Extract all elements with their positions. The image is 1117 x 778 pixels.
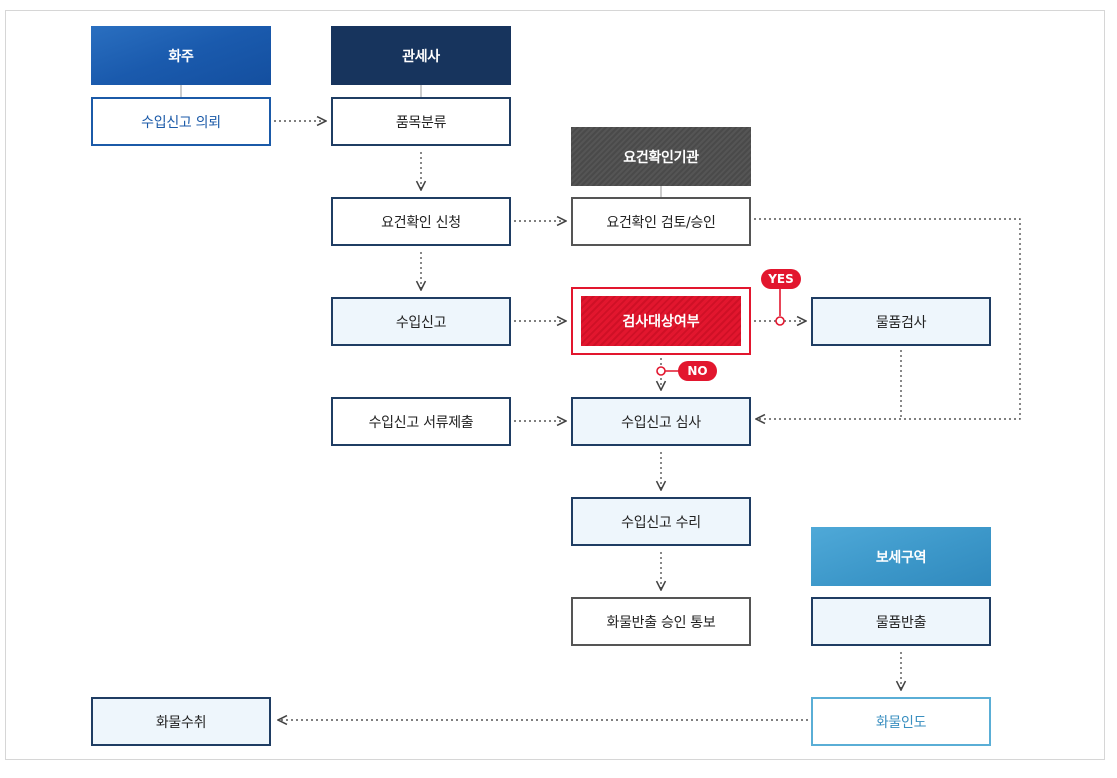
no-badge: NO — [678, 361, 717, 381]
no-badge-label: NO — [687, 364, 708, 378]
step-declaration-review-label: 수입신고 심사 — [621, 414, 701, 431]
step-declaration-accept-label: 수입신고 수리 — [621, 514, 701, 531]
step-cargo-receipt-label: 화물수취 — [155, 714, 207, 731]
header-customs-broker: 관세사 — [331, 26, 511, 85]
step-goods-release: 물품반출 — [811, 597, 991, 646]
step-requirement-review-label: 요건확인 검토/승인 — [606, 214, 716, 231]
step-goods-release-label: 물품반출 — [875, 614, 927, 631]
header-requirement-agency-label: 요건확인기관 — [623, 149, 699, 166]
step-import-request-label: 수입신고 의뢰 — [141, 114, 221, 131]
inspection-decision-box: 검사대상여부 — [581, 296, 741, 346]
step-requirement-review: 요건확인 검토/승인 — [571, 197, 751, 246]
step-cargo-delivery: 화물인도 — [811, 697, 991, 746]
step-import-declaration: 수입신고 — [331, 297, 511, 346]
step-classification-label: 품목분류 — [395, 114, 447, 131]
header-bonded-area: 보세구역 — [811, 527, 991, 586]
step-import-declaration-label: 수입신고 — [395, 314, 447, 331]
step-inspection-decision-label: 검사대상여부 — [622, 314, 700, 330]
step-cargo-receipt: 화물수취 — [91, 697, 271, 746]
step-declaration-accept: 수입신고 수리 — [571, 497, 751, 546]
step-release-notice-label: 화물반출 승인 통보 — [606, 614, 716, 631]
step-requirement-apply: 요건확인 신청 — [331, 197, 511, 246]
header-requirement-agency: 요건확인기관 — [571, 127, 751, 186]
step-goods-inspection: 물품검사 — [811, 297, 991, 346]
edge-requirement-review-to-declaration-review — [754, 218, 1021, 419]
step-classification: 품목분류 — [331, 97, 511, 146]
step-requirement-apply-label: 요건확인 신청 — [381, 214, 461, 231]
header-bonded-area-label: 보세구역 — [875, 549, 927, 566]
diagram-frame — [5, 10, 1105, 760]
step-goods-inspection-label: 물품검사 — [875, 314, 927, 331]
header-customs-broker-label: 관세사 — [402, 48, 440, 65]
yes-marker-dot — [775, 316, 785, 326]
step-document-submission-label: 수입신고 서류제출 — [368, 414, 474, 431]
no-marker-dot — [656, 366, 666, 376]
step-release-notice: 화물반출 승인 통보 — [571, 597, 751, 646]
step-cargo-delivery-label: 화물인도 — [875, 714, 927, 731]
step-import-request: 수입신고 의뢰 — [91, 97, 271, 146]
header-shipper: 화주 — [91, 26, 271, 85]
step-document-submission: 수입신고 서류제출 — [331, 397, 511, 446]
yes-badge-label: YES — [768, 272, 794, 286]
yes-badge: YES — [761, 269, 801, 289]
header-shipper-label: 화주 — [168, 48, 194, 65]
step-declaration-review: 수입신고 심사 — [571, 397, 751, 446]
step-inspection-decision: 검사대상여부 — [571, 287, 751, 355]
